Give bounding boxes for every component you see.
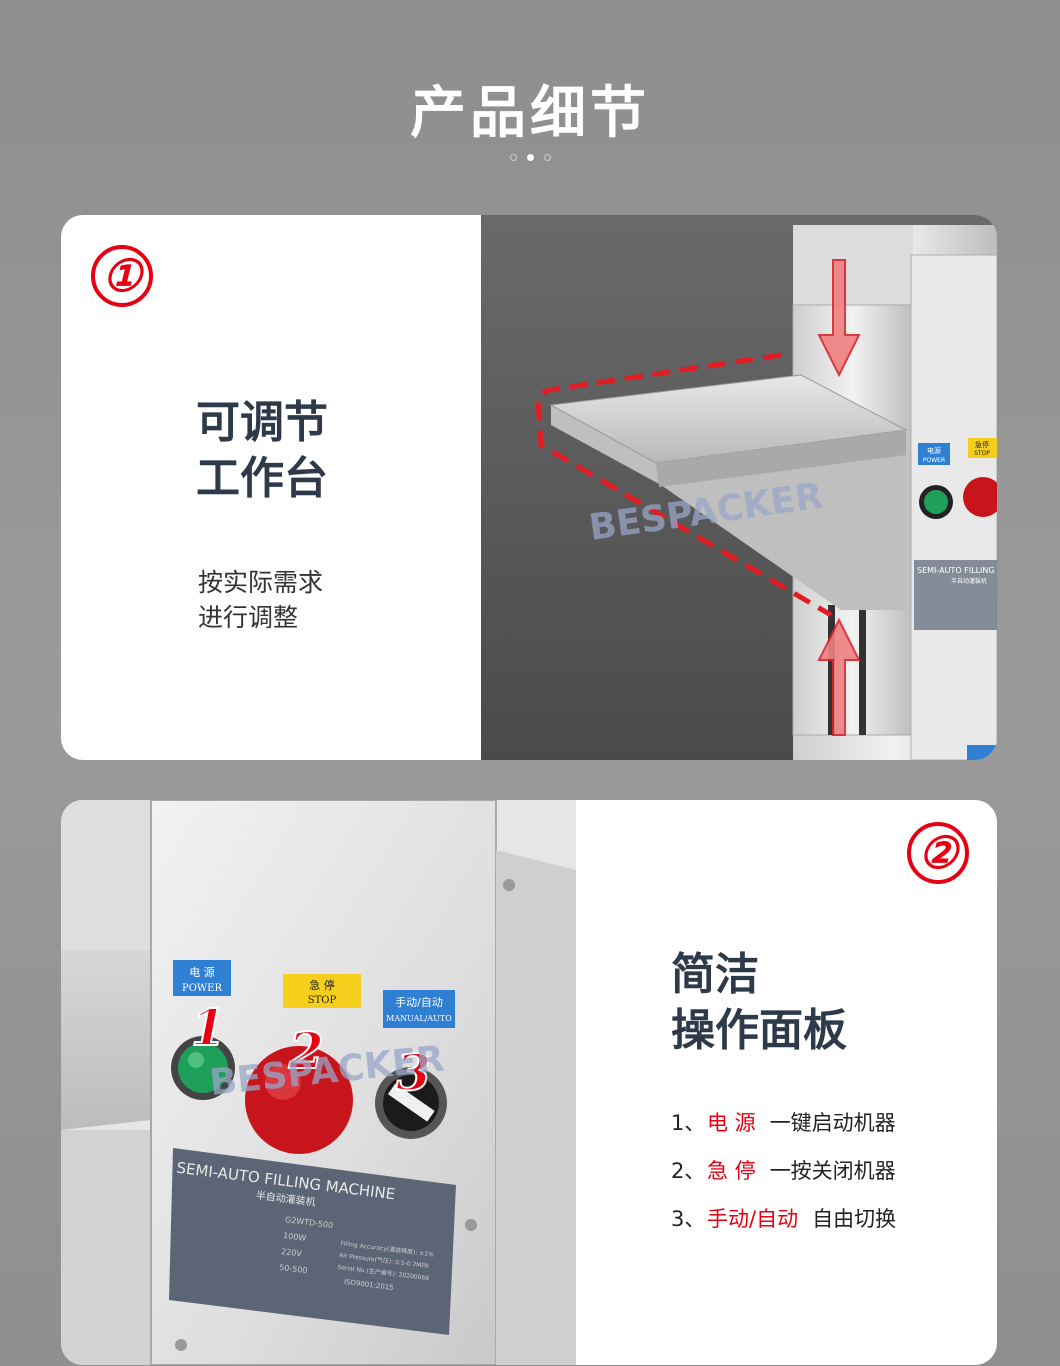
- marker-3: 3: [396, 1043, 431, 1102]
- feature-title: 可调节 工作台: [196, 395, 328, 507]
- stop-label-cn: 急 停: [309, 978, 335, 992]
- feature-description-line1: 按实际需求: [198, 568, 324, 597]
- carousel-dot[interactable]: [509, 154, 517, 161]
- nameplate-voltage: 220V: [281, 1247, 303, 1259]
- carousel-dot[interactable]: [543, 154, 551, 161]
- list-item-number: 2、: [671, 1159, 706, 1183]
- nameplate-subtitle: 半自动灌装机: [951, 577, 987, 585]
- feature-title-line1: 可调节: [196, 397, 328, 448]
- page-title: 产品细节: [410, 81, 650, 146]
- list-item-desc: 一键启动机器: [769, 1111, 896, 1135]
- feature-title-line1: 简洁: [671, 949, 759, 1000]
- nameplate: [914, 560, 997, 630]
- feature-card-adjustable-table: ① 可调节 工作台 按实际需求 进行调整: [61, 215, 997, 760]
- up-arrow-icon: [817, 617, 861, 736]
- list-item: 2、 急 停 一按关闭机器: [671, 1146, 896, 1194]
- list-item: 3、 手动/自动 自由切换: [671, 1194, 896, 1242]
- nameplate-power: 100W: [283, 1231, 307, 1243]
- stop-label-cn: 急停: [975, 440, 989, 449]
- feature-description: 按实际需求 进行调整: [198, 565, 323, 635]
- product-photo-worktable: 电源 POWER 急停 STOP SEMI-AUTO FILLING 半自动灌装…: [481, 215, 997, 760]
- power-button[interactable]: [171, 1036, 235, 1100]
- list-item-key: 急 停: [707, 1159, 756, 1183]
- power-label: [918, 443, 950, 465]
- stop-label: 急 停 STOP: [283, 974, 361, 1008]
- list-item-desc: 一按关闭机器: [769, 1159, 896, 1183]
- emergency-stop-button[interactable]: [245, 1046, 353, 1154]
- list-item-number: 1、: [671, 1111, 706, 1135]
- feature-number-badge: ②: [907, 822, 969, 884]
- nameplate: SEMI-AUTO FILLING MACHINE 半自动灌装机 G2WTD-5…: [169, 1148, 456, 1335]
- marker-1: 1: [191, 998, 226, 1057]
- list-item-number: 3、: [671, 1207, 706, 1231]
- emergency-stop-button[interactable]: [963, 477, 997, 517]
- power-label-cn: 电 源: [189, 965, 215, 979]
- power-label-en: POWER: [923, 457, 945, 464]
- feature-title-line2: 工作台: [196, 453, 328, 504]
- carousel-dots: [0, 154, 1060, 161]
- stop-label: [968, 438, 997, 458]
- marker-2: 2: [288, 1021, 324, 1080]
- mode-label-en: MANUAL/AUTO: [386, 1014, 452, 1023]
- power-label: 电 源 POWER: [173, 960, 231, 996]
- list-item: 1、 电 源 一键启动机器: [671, 1098, 896, 1146]
- worktable-illustration: 电源 POWER 急停 STOP SEMI-AUTO FILLING 半自动灌装…: [536, 225, 997, 760]
- control-feature-list: 1、 电 源 一键启动机器 2、 急 停 一按关闭机器 3、 手动/自动 自由切…: [671, 1098, 896, 1242]
- feature-card-control-panel: 电 源 POWER 急 停 STOP 手动/自动 MANUAL/AUTO: [61, 800, 997, 1365]
- feature-description-line2: 进行调整: [198, 603, 299, 632]
- carousel-dot-active[interactable]: [526, 154, 534, 161]
- feature-number-badge: ①: [91, 245, 153, 307]
- list-item-key: 手动/自动: [707, 1207, 799, 1231]
- feature-title: 简洁 操作面板: [671, 947, 847, 1059]
- mode-selector-switch[interactable]: [375, 1067, 447, 1139]
- power-label-en: POWER: [182, 983, 223, 994]
- list-item-key: 电 源: [707, 1111, 756, 1135]
- down-arrow-icon: [817, 259, 861, 378]
- nameplate-title: SEMI-AUTO FILLING: [917, 566, 995, 575]
- mode-label-cn: 手动/自动: [395, 995, 443, 1009]
- stop-label-en: STOP: [974, 450, 990, 457]
- list-item-desc: 自由切换: [812, 1207, 897, 1231]
- nameplate-range: 50-500: [279, 1263, 308, 1275]
- mode-label: 手动/自动 MANUAL/AUTO: [383, 990, 455, 1028]
- power-label-cn: 电源: [927, 446, 941, 455]
- feature-title-line2: 操作面板: [671, 1005, 847, 1056]
- stop-label-en: STOP: [308, 995, 337, 1006]
- control-panel-illustration: 电 源 POWER 急 停 STOP 手动/自动 MANUAL/AUTO: [61, 800, 576, 1365]
- product-photo-control-panel: 电 源 POWER 急 停 STOP 手动/自动 MANUAL/AUTO: [61, 800, 576, 1365]
